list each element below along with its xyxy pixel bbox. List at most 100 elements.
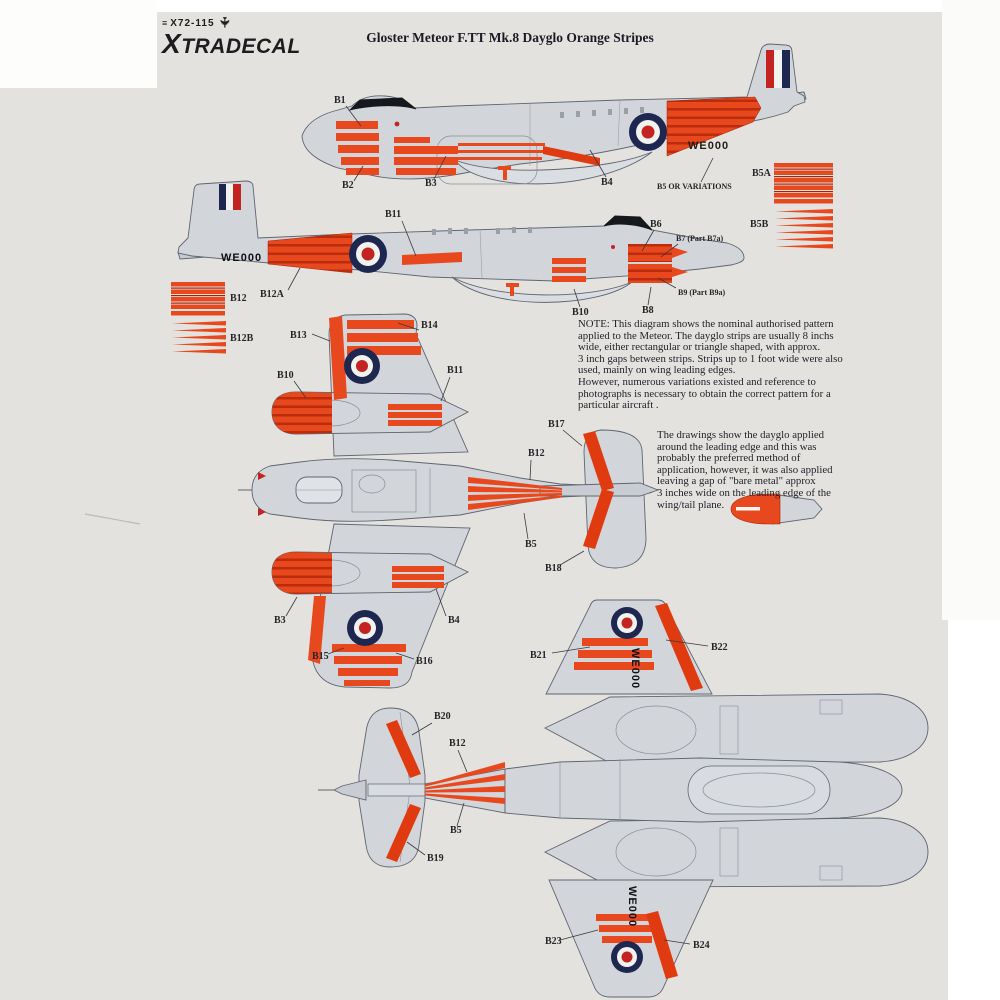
callout-label: B5A [752,168,772,179]
callout-label: B17 [548,419,565,430]
inner-wing-stripes-b4 [392,566,444,588]
callout-leader-line [657,277,677,289]
leading-edge-detail [730,493,823,525]
aircraft-icon: ✈ [217,16,232,30]
side-view-port [301,43,807,185]
application-note: The drawings show the dayglo applied aro… [657,429,833,511]
callout-leader-line [665,639,709,647]
side-view-starboard [177,180,745,303]
wingtip-stripes-b15-b16 [308,596,406,686]
callout-label: B5 [450,825,462,836]
callout-leader-line [411,722,433,736]
lower-wingtip-stripe-b24 [646,911,678,979]
callout-leader-line [440,376,451,402]
nacelle-front-stripes-b3 [272,552,332,594]
swatch-b5b [775,209,833,249]
callout-label: B24 [693,940,710,951]
callout-label: B14 [421,320,438,331]
callout-leader-line [433,155,447,180]
fuselage-panel-dots [560,107,644,118]
callout-leader-line [285,596,298,617]
callout-leader-line [353,165,364,182]
nacelle-stripes-b10 [552,258,586,282]
callout-label: B16 [416,656,433,667]
callout-leader-line [327,647,345,655]
callout-label: B4 [448,615,460,626]
fuselage-marking-t [506,283,519,296]
callout-label: B7 (Part B7a) [676,234,723,243]
serial-marking: WE000 [626,886,638,927]
callout-label: B12 [449,738,466,749]
callout-label: B22 [711,642,728,653]
wingtip-stripes-b13-b14 [329,316,421,400]
callout-label: B9 (Part B9a) [678,288,725,297]
callout-leader-line [435,588,447,617]
callout-leader-line [406,841,426,856]
callout-leader-line [311,333,331,342]
tailplane-stripe-b19 [386,804,421,862]
tailplane-stripe-b18 [583,489,614,549]
callout-label: B19 [427,853,444,864]
callout-label: B5 OR VARIATIONS [657,182,732,191]
paper-scratch [84,513,141,525]
callout-label: B12 [230,293,247,304]
fuselage-roundel [629,113,667,151]
inner-wing-stripes-b11 [388,404,442,426]
wing-fillet-stripe-b4 [543,146,600,166]
callout-leader-line [395,652,415,660]
brand-logo: XTRADECAL [162,28,301,59]
swatch-b5a [774,163,833,204]
callout-label: B12A [260,289,285,300]
callout-leader-line [401,220,417,257]
callout-leader-line [456,802,465,827]
callout-leader-line [641,229,655,252]
callout-label: B3 [425,178,437,189]
swatch-b12b [172,321,226,354]
upper-wingtip-stripe-b22 [655,603,703,691]
callout-label: B1 [334,95,346,106]
callout-label: B6 [650,219,662,230]
upper-wingtip-stripes-b21 [574,638,654,670]
nose-stripes-b1-b2 [336,121,379,175]
callout-label: B10 [572,307,589,318]
callout-leader-line [660,243,679,258]
lower-wingtip-roundel [611,941,643,973]
rear-fuselage-stripes-b12a [267,232,353,274]
callout-label: B8 [642,305,654,316]
callout-label: B10 [277,370,294,381]
nacelle-front-stripes-b10 [272,392,332,434]
callout-label: B13 [290,330,307,341]
canopy [348,97,417,111]
callout-leader-line [663,939,691,945]
pattern-note: NOTE: This diagram shows the nominal aut… [578,318,843,412]
callout-label: B20 [434,711,451,722]
callout-label: B4 [601,177,613,188]
fin-flash [766,50,790,88]
upper-wingtip-roundel [611,607,643,639]
swatch-b12 [171,282,225,316]
callout-leader-line [397,322,420,331]
callout-label: B3 [274,615,286,626]
callout-label: B15 [312,651,329,662]
fuselage-marking-red [394,121,400,127]
rear-fuselage-stripes-b12-b5 [425,762,505,804]
callout-leader-line [559,550,585,566]
callout-label: B11 [385,209,401,220]
callout-leader-line [345,105,362,127]
fin-flash [219,184,241,210]
callout-label: B12B [230,333,254,344]
tailplane-stripe-b20 [386,720,421,778]
callout-label: B12 [528,448,545,459]
callout-leader-line [573,288,581,308]
callout-leader-line [529,459,532,481]
callout-leader-line [457,749,468,773]
callout-leader-line [589,149,607,178]
plan-view [238,313,660,689]
callout-label: B2 [342,180,354,191]
fuselage-marking-t [498,166,511,180]
canopy [603,215,653,231]
serial-marking: WE000 [629,648,641,689]
